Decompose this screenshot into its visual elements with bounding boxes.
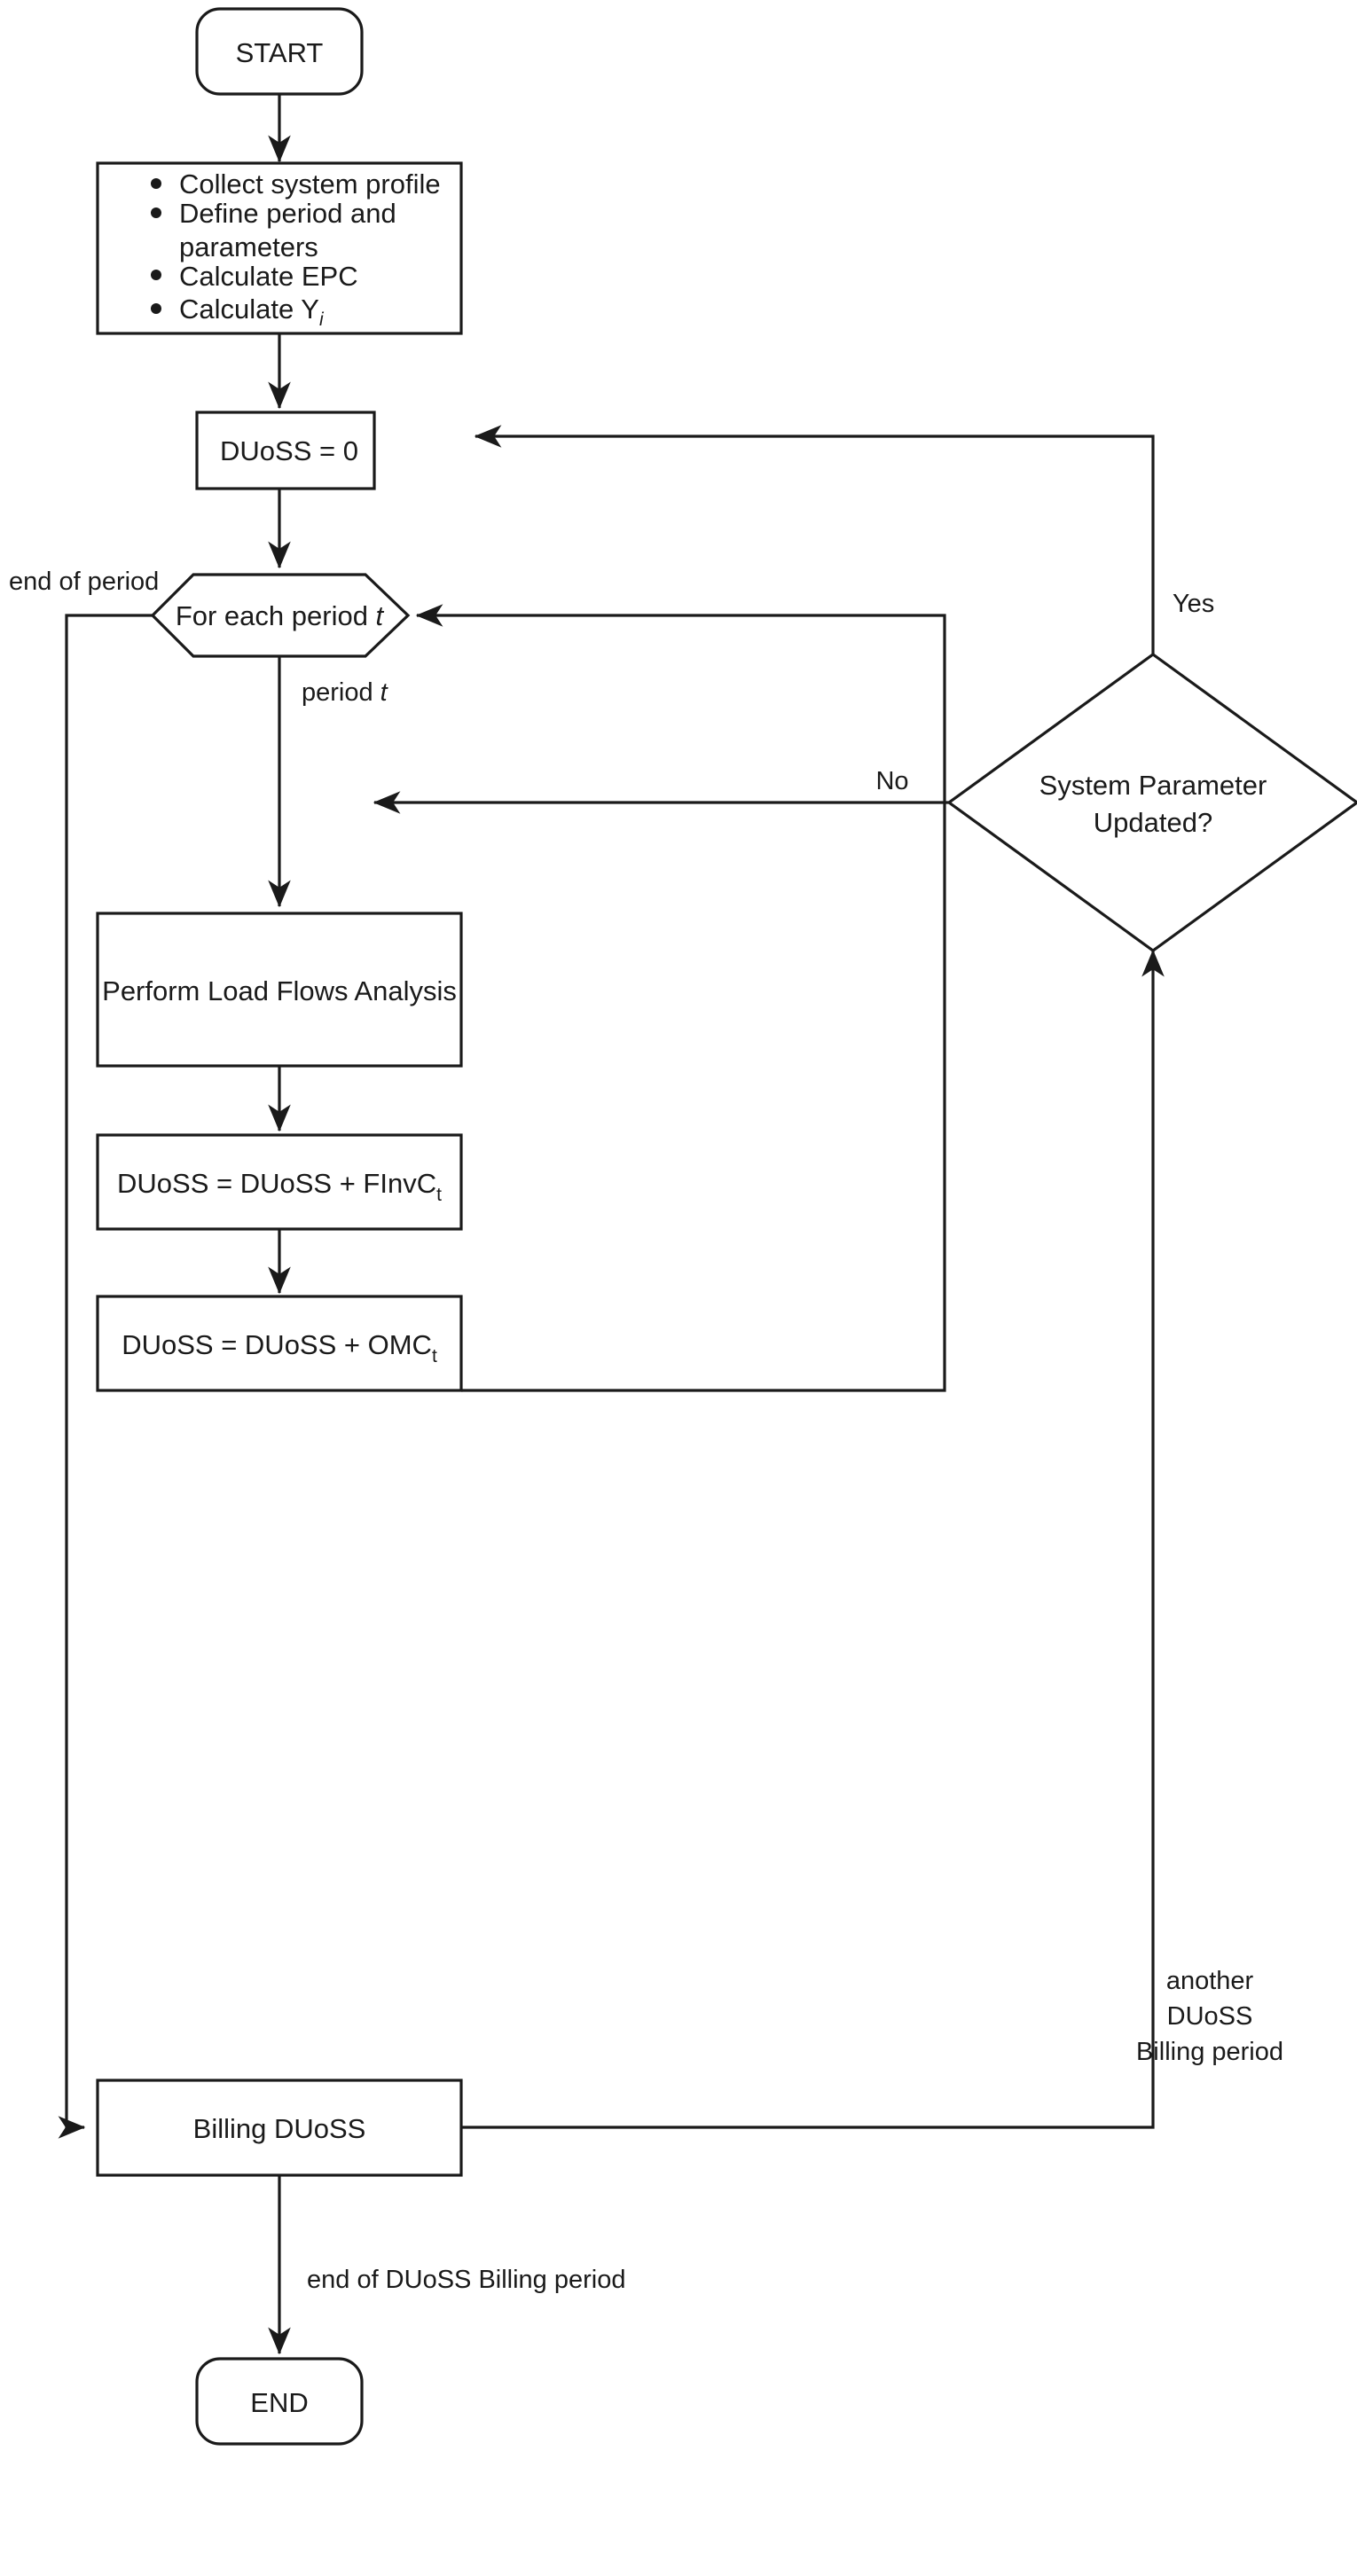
edge-label-another-line1: another (1166, 1967, 1254, 1995)
node-init-label: DUoSS = 0 (220, 435, 358, 466)
node-setup-bullet-2-cont: parameters (179, 231, 318, 262)
node-start[interactable] (195, 7, 364, 96)
node-loadflow-label: Perform Load Flows Analysis (102, 975, 457, 1006)
bullet-dot-icon (151, 270, 161, 280)
node-setup-bullet-1: Collect system profile (179, 168, 441, 200)
node-init[interactable] (195, 411, 376, 490)
node-loadflow[interactable] (96, 912, 463, 1068)
node-end-label: END (250, 2387, 308, 2418)
edge-label-another-line3: Billing period (1136, 2038, 1283, 2066)
edge-label-end-of-period: end of period (9, 568, 159, 596)
edge-label-end-of-billing: end of DUoSS Billing period (307, 2266, 625, 2294)
node-finvc-label: DUoSS = DUoSS + FInvCt (117, 1168, 442, 1205)
node-setup-bullet-4: Calculate Yi (179, 294, 325, 330)
edge-label-yes: Yes (1173, 590, 1214, 618)
node-setup-bullet-2: Define period and (179, 198, 396, 229)
node-billing[interactable] (96, 2079, 463, 2177)
bullet-dot-icon (151, 207, 161, 218)
edge-billing-to-decision (461, 949, 1165, 2129)
edge-loop-to-billing (58, 614, 153, 2139)
node-billing-label: Billing DUoSS (193, 2113, 366, 2144)
edge-decision-yes-to-setup (474, 425, 1155, 654)
edge-label-no: No (875, 767, 908, 795)
edge-omc-to-loop (415, 604, 946, 1392)
node-loop[interactable] (150, 573, 411, 658)
node-omc-label: DUoSS = DUoSS + OMCt (122, 1329, 437, 1366)
node-setup-bullet-3: Calculate EPC (179, 261, 358, 292)
bullet-dot-icon (151, 303, 161, 314)
node-decision-label-line1: System Parameter (1039, 770, 1267, 801)
node-end[interactable] (195, 2357, 364, 2446)
node-decision[interactable] (946, 653, 1357, 952)
edge-label-period-t: period t (302, 678, 389, 707)
node-omc[interactable] (96, 1295, 463, 1392)
node-loop-label: For each period t (176, 600, 385, 631)
bullet-dot-icon (151, 178, 161, 189)
node-decision-label-line2: Updated? (1094, 807, 1212, 838)
edge-label-another-line2: DUoSS (1167, 2002, 1253, 2031)
node-start-label: START (236, 37, 324, 68)
node-finvc[interactable] (96, 1133, 463, 1231)
